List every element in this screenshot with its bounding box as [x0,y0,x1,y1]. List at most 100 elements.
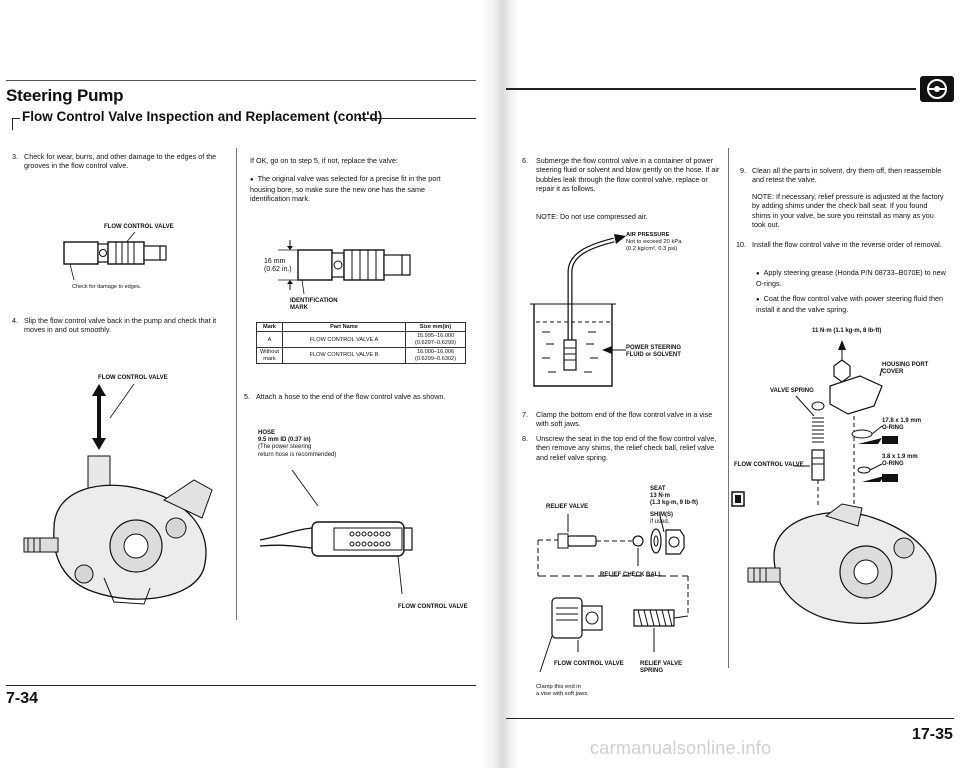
step-8-number: 8. [522,434,528,443]
subtitle-bracket-top [12,118,20,119]
table-header-mark: Mark [256,321,283,333]
fig6-fcv-label: FLOW CONTROL VALVE [554,661,624,667]
fluid-label-1: POWER STEERING [626,345,682,351]
oring-small-callout: 3.8 x 1.9 mm O-RING [882,454,918,468]
relief-valve-label: RELIEF VALVE [546,504,589,510]
flow-control-valve-figure [63,231,167,281]
valve-size-table: Mark Part Name Size mm(in) A FLOW CONTRO… [256,321,466,365]
housing-port-cover-line1: HOUSING PORT [882,362,929,368]
seat-label: SEAT [650,486,666,492]
fig7-torque: 11 N·m (1.1 kg-m, 8 lb-ft) [812,328,882,334]
fluid-label-2: FLUID or SOLVENT [626,352,681,359]
check-ball-label: RELIEF CHECK BALL [600,572,662,578]
bullet-original-valve: The original valve was selected for a pr… [250,174,460,204]
identification-mark-label: IDENTIFICATION MARK [290,298,338,312]
seat-torque-imperial: (1.3 kg-m, 9 lb-ft) [650,500,699,507]
top-rule-right [506,88,916,90]
fig4-label: FLOW CONTROL VALVE [398,604,468,610]
oring-large-callout: 17.8 x 1.9 mm O-RING [882,418,921,432]
identification-mark-figure [278,240,411,295]
seat-callout: SEAT 13 N·m (1.3 kg-m, 9 lb-ft) [650,486,698,508]
bottom-rule-left [6,685,476,686]
step-7-number: 7. [522,410,528,419]
section-subtitle: Flow Control Valve Inspection and Replac… [22,109,383,124]
oring-small-label: O-RING [882,461,904,468]
valve-installation-figure [731,340,937,624]
fluid-callout: POWER STEERING FLUID or SOLVENT [626,345,681,359]
column-divider-right [728,148,729,668]
bullet-coat-valve: Coat the flow control valve with power s… [756,294,946,314]
fig1-label: FLOW CONTROL VALVE [104,224,174,230]
clamp-note-1: Clamp this end in [536,684,581,690]
shims-note: if used. [650,519,670,526]
table-cell-size: 15.995–16.000 (0.6297–0.6299) [405,331,466,349]
step-9-number: 9. [740,166,746,175]
hose-size: 9.5 mm ID (0.37 in) [258,437,311,444]
steering-wheel-icon [927,79,947,99]
steering-section-icon [920,76,954,102]
step-4-number: 4. [12,316,18,325]
if-ok-text: If OK, go on to step 5, if not, replace … [250,156,398,165]
table-cell-size-in: (0.6297–0.6299) [414,339,457,346]
hose-attachment-figure [259,469,413,595]
fig7-fcv-label: FLOW CONTROL VALVE [734,462,804,468]
step-5-text: Attach a hose to the end of the flow con… [256,392,446,401]
step-9-note: NOTE: If necessary, relief pressure is a… [752,192,944,230]
dim-16mm-inch: (0.62 in.) [264,265,292,273]
step-5-number: 5. [244,392,250,401]
step-9-text: Clean all the parts in solvent, dry them… [752,166,942,185]
shims-label: SHIM(S) [650,512,673,518]
oring-small-size: 3.8 x 1.9 mm [882,454,918,460]
fig1-callout: Check for damage to edges. [72,284,142,291]
fig1-callout-text: Check for damage to edges. [72,284,142,290]
housing-port-cover-callout: HOUSING PORT COVER [882,362,928,376]
subtitle-bracket [12,118,13,130]
hose-label: HOSE [258,430,276,436]
bottom-rule-right [506,718,954,719]
table-header-row: Mark Part Name Size mm(in) [256,321,466,333]
hose-note-1: (The power steering [258,444,312,451]
shims-callout: SHIM(S) if used. [650,512,673,526]
table-cell-mark: Without mark [256,347,283,365]
step-4-text: Slip the flow control valve back in the … [24,316,217,335]
step-6-note: NOTE: Do not use compressed air. [536,212,648,221]
table-cell-part-name: FLOW CONTROL VALVE A [282,331,406,349]
subtitle-rule [358,118,476,119]
fig2-label: FLOW CONTROL VALVE [98,375,168,381]
table-cell-size-in: (0.6299–0.6302) [414,355,457,362]
step-8-text: Unscrew the seat in the top end of the f… [536,434,717,462]
step-10-number: 10. [736,240,746,249]
step-6-number: 6. [522,156,528,165]
identification-mark-line1: IDENTIFICATION [290,298,338,304]
oring-large-label: O-RING [882,425,904,432]
air-pressure-units: (0.2 kg/cm², 0.3 psi) [626,245,678,252]
relief-spring-label-1: RELIEF VALVE [640,661,683,667]
oring-large-size: 17.8 x 1.9 mm [882,418,922,424]
hose-callout: HOSE 9.5 mm ID (0.37 in) (The power stee… [258,430,336,459]
steering-pump-figure [23,383,213,605]
table-cell-size-mm: 16.000–16.006 [416,349,455,356]
air-pressure-limit: Not to exceed 20 kPa [626,238,682,245]
page-number-right: 17-35 [912,726,953,743]
clamp-note: Clamp this end in a vise with soft jaws. [536,684,589,698]
section-title: Steering Pump [6,86,124,105]
table-header-size: Size mm(in) [405,321,466,333]
clamp-note-2: a vise with soft jaws. [536,690,589,697]
table-cell-mark: A [256,331,283,349]
table-header-part-name: Part Name [282,321,406,333]
table-row: A FLOW CONTROL VALVE A 15.995–16.000 (0.… [256,331,466,349]
step-6-text: Submerge the flow control valve in a con… [536,156,720,194]
air-pressure-label: AIR PRESSURE [626,232,670,238]
step-10-text: Install the flow control valve in the re… [752,240,942,249]
seat-torque: 13 N·m [650,493,671,500]
identification-mark-line2: MARK [290,305,308,312]
table-cell-size-mm: 15.995–16.000 [416,333,455,340]
table-cell-part-name: FLOW CONTROL VALVE B [282,347,406,365]
title-rule [6,80,476,81]
relief-spring-callout: RELIEF VALVE SPRING [640,661,682,675]
valve-spring-label: VALVE SPRING [770,388,814,394]
table-row: Without mark FLOW CONTROL VALVE B 16.000… [256,347,466,365]
page-number-left: 7-34 [6,690,39,707]
housing-port-cover-line2: COVER [882,369,904,376]
dim-16mm: 16 mm (0.62 in.) [264,258,292,273]
